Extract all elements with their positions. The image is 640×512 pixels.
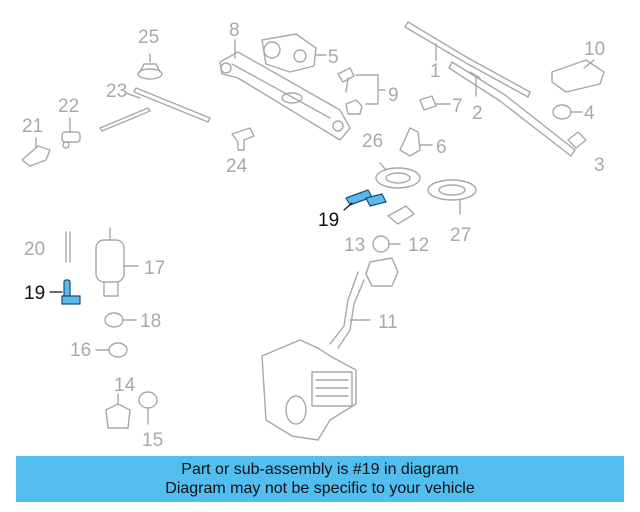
- cap-part: [137, 53, 163, 80]
- callout-5: 5: [328, 47, 339, 68]
- callout-15: 15: [142, 430, 164, 451]
- module-part: [551, 59, 605, 93]
- callout-24: 24: [226, 156, 248, 177]
- banner-line-disclaimer: Diagram may not be specific to your vehi…: [165, 480, 475, 497]
- callout-27: 27: [450, 225, 472, 246]
- callout-9: 9: [388, 85, 399, 106]
- wiper-linkage-part: [219, 39, 351, 141]
- grommet-part-2: [95, 312, 137, 358]
- reservoir-part: [261, 257, 399, 441]
- callout-2: 2: [472, 103, 483, 124]
- callout-19-upper: 19: [318, 210, 340, 231]
- callout-21: 21: [22, 116, 44, 137]
- callout-16: 16: [70, 340, 92, 361]
- washer-nozzle-part: [375, 162, 477, 215]
- nozzle-part: [21, 137, 51, 167]
- connector-part: [231, 127, 255, 151]
- callout-13: 13: [344, 235, 366, 256]
- parts-diagram-drawing: [21, 21, 605, 441]
- callout-17: 17: [144, 258, 166, 279]
- callout-14: 14: [114, 375, 136, 396]
- callout-12: 12: [408, 235, 430, 256]
- bracket-part: [399, 127, 433, 157]
- callout-25: 25: [138, 27, 160, 48]
- highlighted-part-19-lower: [61, 279, 81, 305]
- callout-6: 6: [436, 137, 447, 158]
- bolt-part: [337, 67, 386, 115]
- callout-20: 20: [24, 239, 46, 260]
- callout-26: 26: [362, 131, 384, 152]
- callout-18: 18: [140, 311, 162, 332]
- callout-4: 4: [584, 103, 595, 124]
- wiper-motor-part: [261, 33, 327, 73]
- wiper-arm-part: [404, 21, 531, 98]
- callout-7: 7: [452, 96, 463, 117]
- highlighted-part-19-upper: [345, 189, 387, 207]
- callout-22: 22: [58, 96, 80, 117]
- parts-diagram: 1 2 3 4 5 6 7 8 9 10 11 12 13 14 15 16 1…: [21, 20, 606, 451]
- level-sensor-part: [105, 391, 158, 429]
- rod-part: [99, 87, 211, 132]
- info-banner: Part or sub-assembly is #19 in diagram D…: [16, 456, 624, 502]
- sensor-part: [61, 117, 81, 149]
- hose-part: [65, 231, 71, 263]
- callout-10: 10: [584, 39, 606, 60]
- callout-11: 11: [378, 312, 398, 333]
- filler-cap-part: [372, 205, 415, 253]
- callout-8: 8: [229, 20, 240, 41]
- callout-3: 3: [594, 155, 605, 176]
- leader-line-19-upper: [343, 202, 353, 211]
- pump-part: [95, 227, 139, 297]
- wiper-blade-part: [448, 61, 576, 157]
- callout-1: 1: [430, 61, 441, 82]
- callout-23: 23: [106, 81, 128, 102]
- banner-line-part-number: Part or sub-assembly is #19 in diagram: [181, 461, 459, 478]
- grommet-part: [419, 95, 587, 149]
- callout-19-lower: 19: [24, 283, 46, 304]
